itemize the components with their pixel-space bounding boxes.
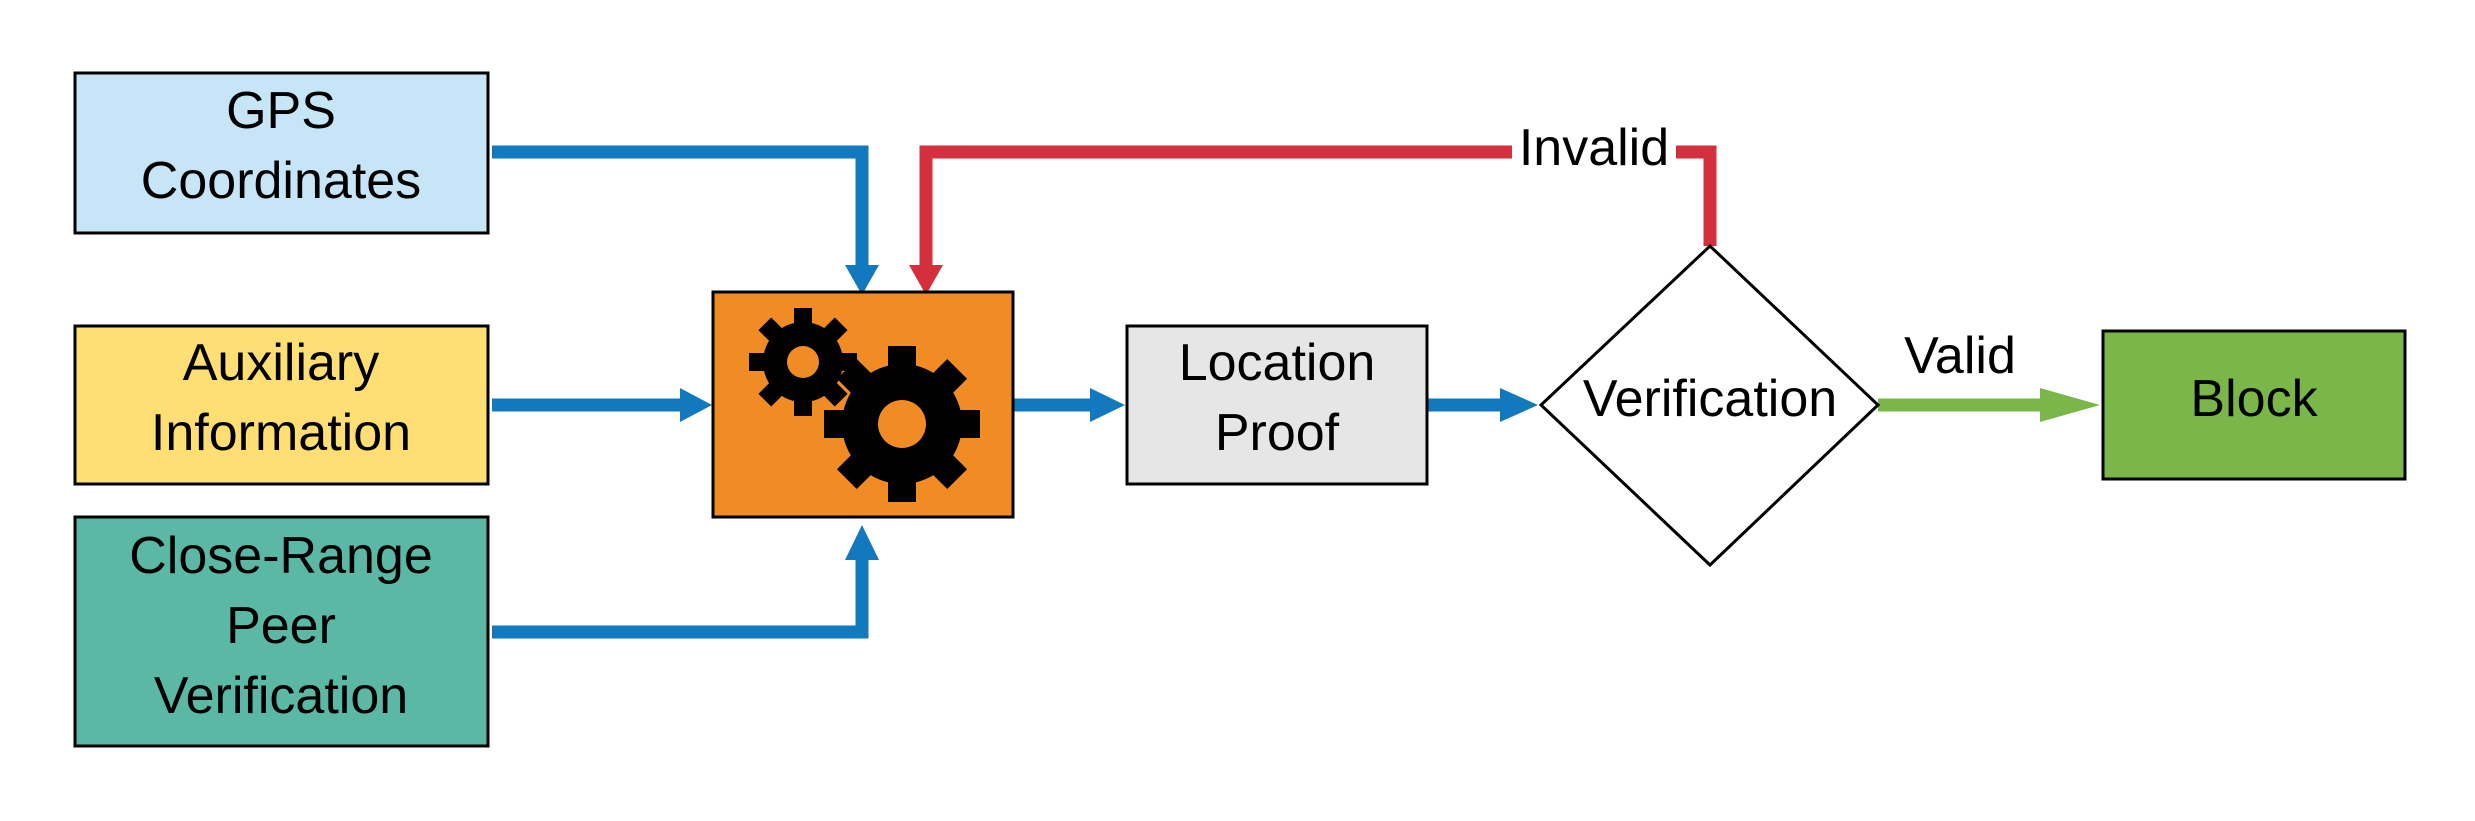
aux-line-2: Information: [151, 404, 411, 462]
large-gear-icon: [824, 346, 980, 502]
gears-icon: [749, 308, 980, 502]
proof-to-verification-edge: [1428, 388, 1538, 422]
processor-node: [711, 290, 1015, 519]
verification-decision-node: Verification: [1538, 243, 1881, 568]
gps-line-1: GPS: [226, 82, 336, 140]
aux-line-1: Auxiliary: [183, 334, 380, 392]
proof-line-2: Proof: [1215, 404, 1340, 462]
peer-line-1: Close-Range: [129, 527, 433, 585]
gps-to-processor-edge: [492, 145, 879, 295]
verification-label: Verification: [1583, 370, 1837, 428]
invalid-edge-label: Invalid: [1519, 119, 1669, 177]
processor-to-proof-edge: [1014, 388, 1125, 422]
invalid-feedback-edge: Invalid: [909, 119, 1717, 295]
location-proof-node: Location Proof: [1125, 324, 1429, 486]
peer-verification-node: Close-Range Peer Verification: [73, 515, 490, 748]
peer-line-3: Verification: [154, 667, 408, 725]
gps-line-2: Coordinates: [141, 152, 421, 210]
peer-to-processor-edge: [492, 525, 879, 639]
block-label: Block: [2190, 370, 2318, 428]
proof-line-1: Location: [1179, 334, 1376, 392]
small-gear-icon: [749, 308, 857, 416]
auxiliary-information-node: Auxiliary Information: [73, 324, 490, 486]
valid-edge-label: Valid: [1904, 327, 2016, 385]
valid-edge: Valid: [1878, 327, 2100, 422]
peer-line-2: Peer: [226, 597, 336, 655]
gps-coordinates-node: GPS Coordinates: [73, 71, 490, 235]
aux-to-processor-edge: [492, 388, 712, 422]
block-node: Block: [2101, 329, 2407, 481]
